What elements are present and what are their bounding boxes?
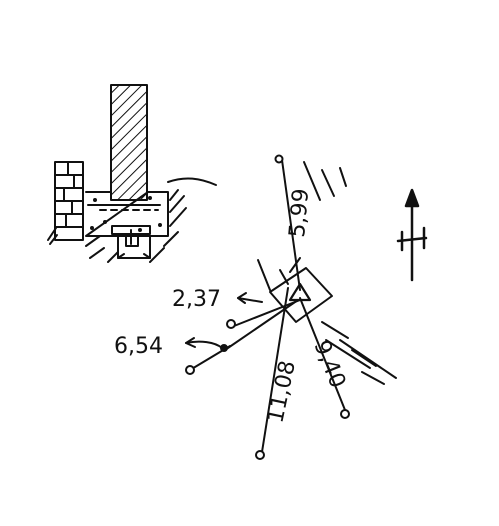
label-5-99: 5,99 [285, 188, 314, 239]
label-6-54: 6,54 [114, 334, 163, 359]
dimension-lines [185, 154, 397, 460]
brick-wall [47, 161, 84, 245]
column [110, 84, 148, 201]
footing-section-icon [47, 84, 217, 263]
north-arrow-icon [396, 188, 428, 282]
label-2-37: 2,37 [172, 287, 221, 312]
footing-block [85, 191, 169, 259]
label-11-08: 11,08 [263, 358, 301, 425]
ground [85, 177, 217, 263]
label-9-40: 9,40 [308, 337, 350, 392]
